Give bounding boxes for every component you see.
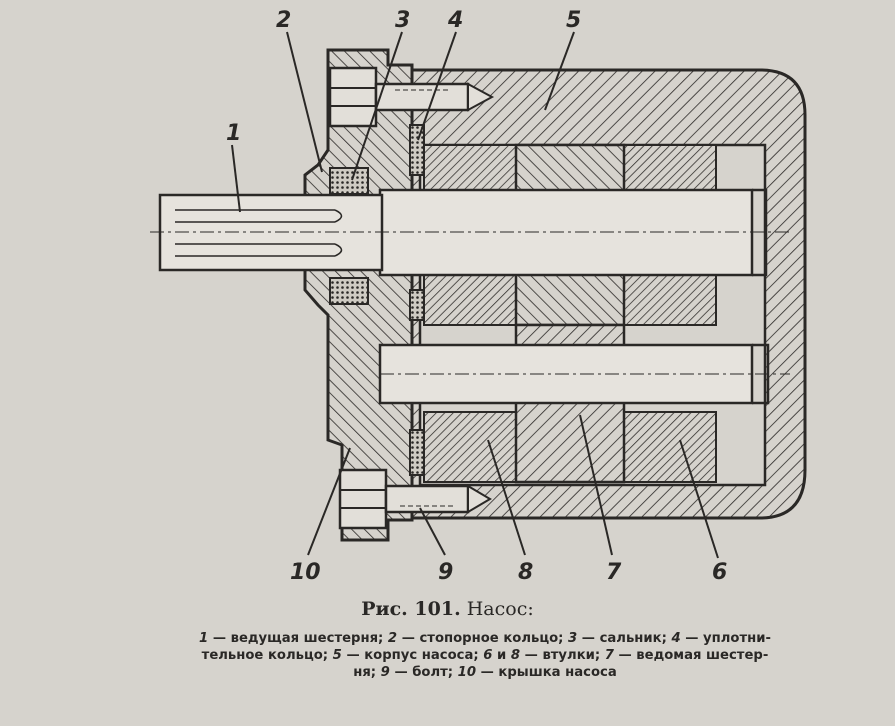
legend-text: — ведущая шестерня;	[208, 631, 388, 646]
legend-number: 3	[568, 631, 578, 646]
pump-cross-section-drawing	[150, 31, 807, 559]
legend-text: — ведомая шестер-	[613, 648, 769, 663]
legend-text: ня;	[353, 665, 381, 680]
bottom-bolt	[338, 468, 492, 530]
legend-number: 6	[483, 648, 493, 663]
legend-text: — крышка насоса	[476, 665, 617, 680]
callout-8: 8	[518, 560, 534, 585]
callout-4: 4	[448, 8, 464, 33]
leader-lines	[231, 31, 719, 559]
callout-7: 7	[606, 560, 622, 585]
callout-5: 5	[566, 8, 582, 33]
legend-text: — сальник;	[577, 631, 672, 646]
legend-line-2: тельное кольцо; 5 — корпус насоса; 6 и 8…	[120, 647, 850, 664]
legend-number: 2	[387, 631, 398, 646]
legend-text: тельное кольцо;	[201, 648, 333, 663]
legend-text: — болт;	[389, 665, 458, 680]
callout-9: 9	[438, 560, 454, 585]
callout-3: 3	[395, 8, 411, 33]
figure-title-text: Насос:	[466, 598, 534, 620]
legend-line-3: ня; 9 — болт; 10 — крышка насоса	[120, 664, 850, 681]
legend-number: 1	[199, 631, 209, 646]
legend-text: — втулки;	[520, 648, 605, 663]
legend-number: 8	[510, 648, 521, 663]
legend-text: и	[492, 648, 511, 663]
legend-text: — стопорное кольцо;	[397, 631, 569, 646]
legend-text: — корпус насоса;	[341, 648, 484, 663]
sealing-rings	[409, 124, 425, 476]
figure-legend: 1 — ведущая шестерня; 2 — стопорное коль…	[120, 630, 850, 681]
figure-caption-title: Рис. 101. Насос:	[0, 598, 895, 620]
legend-number: 7	[604, 648, 614, 663]
driven-shaft	[378, 343, 790, 405]
callout-10: 10	[290, 560, 321, 585]
left-bushings	[423, 144, 517, 483]
callout-1: 1	[226, 121, 242, 146]
oil-seal	[329, 167, 369, 305]
legend-number: 5	[332, 648, 342, 663]
callout-6: 6	[712, 560, 728, 585]
legend-line-1: 1 — ведущая шестерня; 2 — стопорное коль…	[120, 630, 850, 647]
figure-number: Рис. 101.	[361, 598, 461, 620]
callout-2: 2	[276, 8, 292, 33]
legend-text: — уплотни-	[680, 631, 771, 646]
legend-number: 10	[457, 665, 477, 680]
legend-number: 9	[380, 665, 390, 680]
top-bolt	[328, 66, 495, 128]
legend-number: 4	[671, 631, 681, 646]
